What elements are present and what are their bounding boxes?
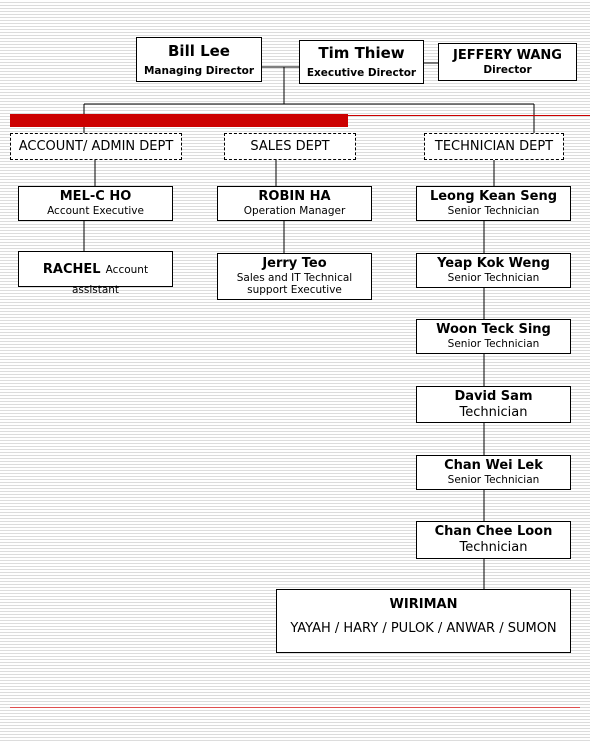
node-title: Managing Director bbox=[143, 64, 255, 77]
red-footer-line bbox=[10, 707, 580, 708]
david-sam-box: David Sam Technician bbox=[416, 386, 571, 423]
node-title: Senior Technician bbox=[447, 272, 540, 284]
robin-ha-box: ROBIN HA Operation Manager bbox=[217, 186, 372, 221]
node-name: Yeap Kok Weng bbox=[437, 256, 550, 272]
node-title: Executive Director bbox=[306, 67, 417, 80]
node-title: Account Executive bbox=[47, 205, 144, 217]
rachel-box: RACHEL Account assistant bbox=[18, 251, 173, 296]
node-name: Tim Thiew bbox=[318, 44, 405, 63]
node-title: Senior Technician bbox=[447, 338, 540, 350]
node-name: Jerry Teo bbox=[262, 256, 327, 272]
chan-chee-loon-box: Chan Chee Loon Technician bbox=[416, 521, 571, 559]
node-title: Director bbox=[483, 63, 532, 76]
node-title: Account assistant bbox=[71, 264, 149, 296]
node-name: Woon Teck Sing bbox=[436, 322, 551, 338]
node-title: Senior Technician bbox=[447, 474, 540, 486]
woon-teck-sing-box: Woon Teck Sing Senior Technician bbox=[416, 319, 571, 354]
leong-kean-seng-box: Leong Kean Seng Senior Technician bbox=[416, 186, 571, 221]
node-name: WIRIMAN bbox=[389, 597, 458, 612]
wiriman-members: YAYAH / HARY / PULOK / ANWAR / SUMON bbox=[290, 620, 557, 636]
node-name: ROBIN HA bbox=[258, 189, 331, 205]
bill-lee-box: Bill Lee Managing Director bbox=[136, 37, 262, 82]
node-name: Chan Wei Lek bbox=[444, 458, 543, 474]
node-name: Leong Kean Seng bbox=[429, 189, 558, 205]
node-name: JEFFERY WANG bbox=[453, 47, 562, 63]
yeap-kok-weng-box: Yeap Kok Weng Senior Technician bbox=[416, 253, 571, 288]
dept-account-admin: ACCOUNT/ ADMIN DEPT bbox=[10, 133, 182, 160]
wiriman-box: WIRIMAN YAYAH / HARY / PULOK / ANWAR / S… bbox=[276, 589, 571, 653]
node-title: Senior Technician bbox=[447, 205, 540, 217]
node-name: David Sam bbox=[454, 388, 533, 404]
jeffery-wang-box: JEFFERY WANG Director bbox=[438, 43, 577, 81]
node-name: MEL-C HO bbox=[59, 189, 132, 205]
node-title: Operation Manager bbox=[243, 205, 346, 217]
mel-c-ho-box: MEL-C HO Account Executive bbox=[18, 186, 173, 221]
red-accent-line bbox=[348, 115, 590, 116]
node-title: Technician bbox=[459, 540, 528, 555]
tim-thiew-box: Tim Thiew Executive Director bbox=[299, 40, 424, 84]
node-name: RACHEL bbox=[42, 262, 101, 277]
node-title: Sales and IT Technical support Executive bbox=[236, 271, 353, 297]
red-accent-bar bbox=[10, 114, 348, 127]
dept-sales: SALES DEPT bbox=[224, 133, 356, 160]
dept-technician: TECHNICIAN DEPT bbox=[424, 133, 564, 160]
chan-wei-lek-box: Chan Wei Lek Senior Technician bbox=[416, 455, 571, 490]
jerry-teo-box: Jerry Teo Sales and IT Technical support… bbox=[217, 253, 372, 300]
node-name: Bill Lee bbox=[168, 41, 230, 60]
node-name: Chan Chee Loon bbox=[434, 524, 553, 540]
node-title: Technician bbox=[459, 404, 528, 420]
